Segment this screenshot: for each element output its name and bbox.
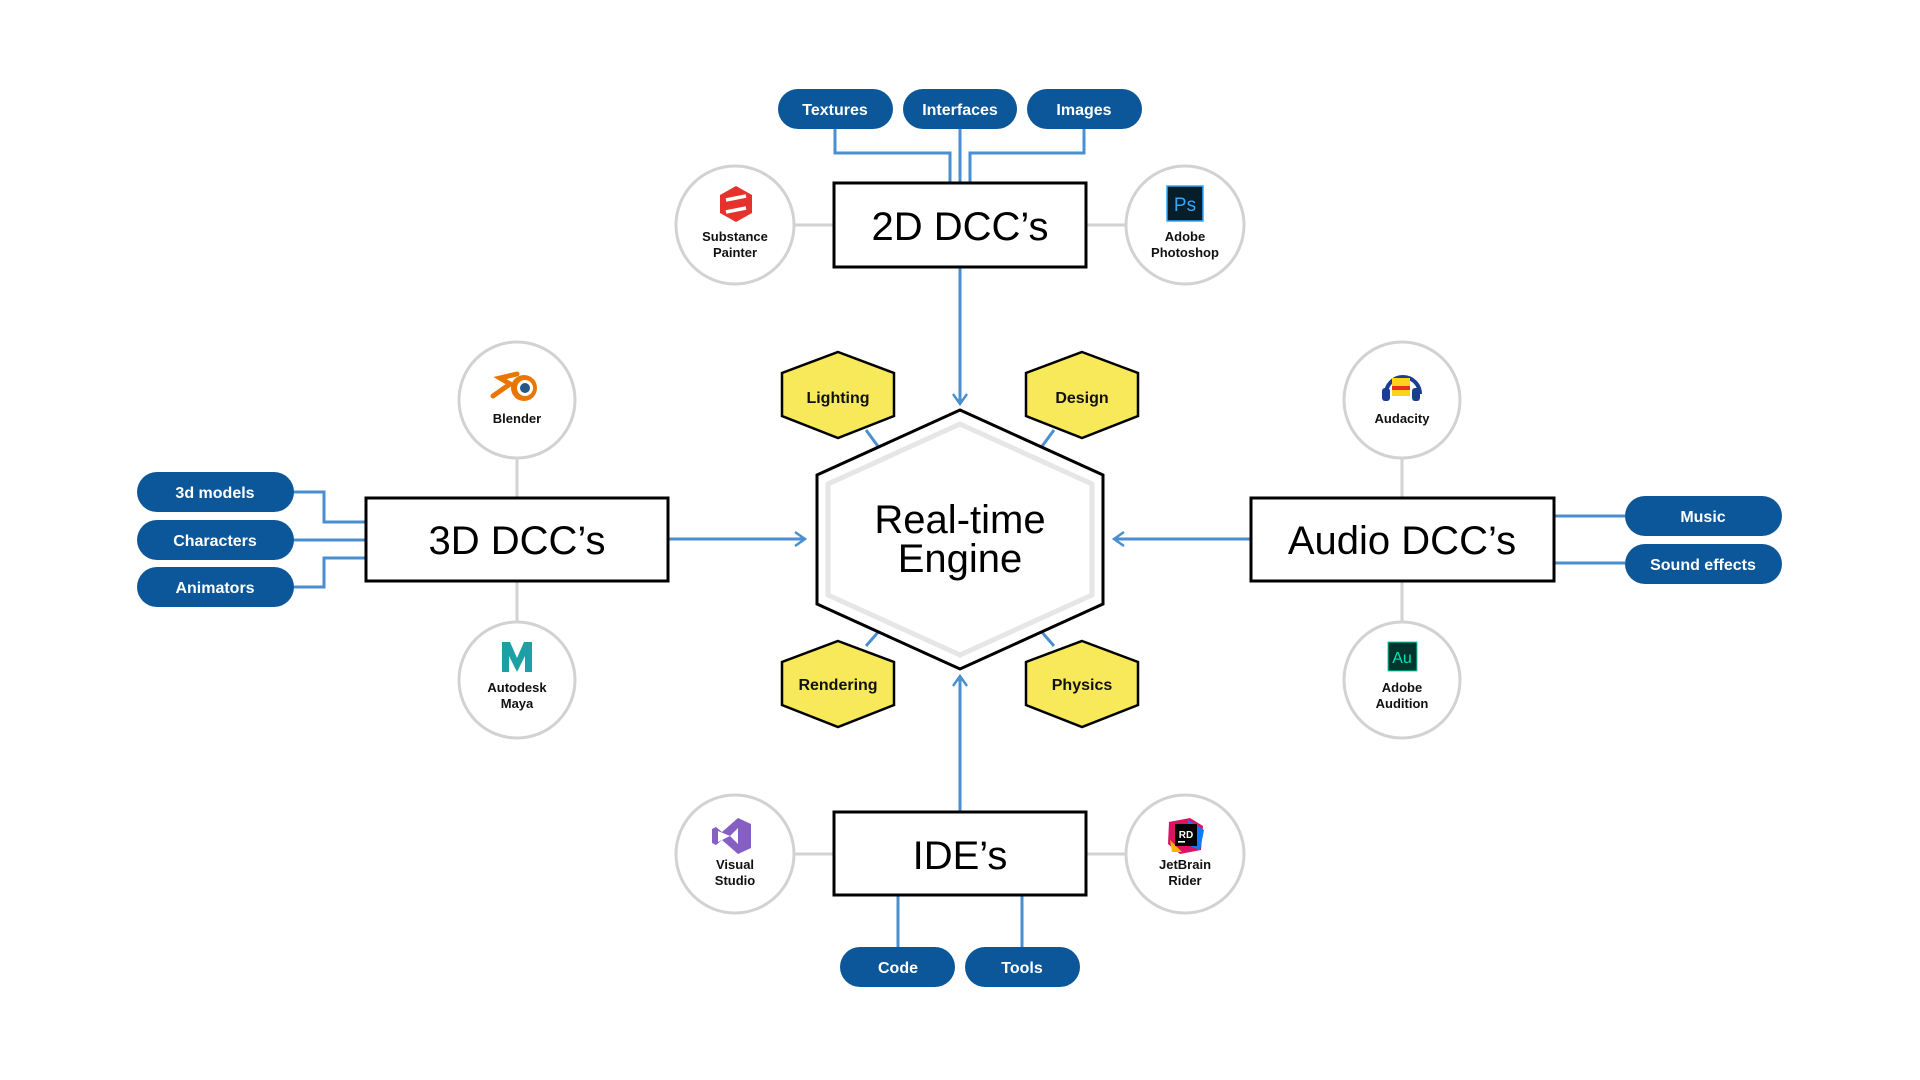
tool-audacity: Audacity [1342,340,1462,460]
blender-icon [490,371,537,401]
tool-links [515,223,1404,856]
feature-design: Design [1024,350,1140,440]
tool-visual-studio: Visual Studio [674,793,796,915]
tool-substance-label-2: Painter [713,245,757,260]
visual-studio-icon [712,818,751,854]
pill-characters-label: Characters [173,533,257,550]
photoshop-icon: Ps [1166,185,1204,222]
connector-images [968,129,1086,183]
engine-title-line1: Real-time [874,498,1045,542]
pill-code: Code [840,947,955,987]
rider-icon: RD [1168,818,1204,854]
pill-tools: Tools [965,947,1080,987]
tool-visual-studio-label-2: Studio [715,873,755,888]
pill-code-label: Code [878,960,918,977]
tool-blender-label: Blender [493,411,541,426]
engine-title-line2: Engine [898,537,1023,581]
box-ide-title: IDE’s [913,834,1008,878]
pill-sound-effects-label: Sound effects [1650,557,1756,574]
audacity-icon [1382,375,1422,401]
tool-rider: RD JetBrain Rider [1124,793,1246,915]
box-ide: IDE’s [832,810,1088,897]
real-time-engine: Real-time Engine [815,408,1105,671]
tool-maya-label-1: Autodesk [487,680,547,695]
pill-characters: Characters [137,520,294,560]
tool-maya: Autodesk Maya [457,620,577,740]
pill-textures: Textures [778,89,893,129]
box-audio-dcc: Audio DCC’s [1249,496,1556,583]
tool-audition-label-1: Adobe [1382,680,1422,695]
pill-music: Music [1625,496,1782,536]
pill-images: Images [1027,89,1142,129]
tool-rider-label-1: JetBrain [1159,857,1211,872]
pill-animators: Animators [137,567,294,607]
pill-images-label: Images [1056,102,1111,119]
pill-interfaces: Interfaces [903,89,1017,129]
box-audio-dcc-title: Audio DCC’s [1288,519,1516,563]
tool-photoshop: Ps Adobe Photoshop [1124,164,1246,286]
tool-audition: Au Adobe Audition [1342,620,1462,740]
feature-rendering-label: Rendering [798,677,877,694]
audition-icon: Au [1387,641,1418,672]
pill-music-label: Music [1680,509,1725,526]
engine-hex-inner [825,421,1095,658]
pill-sound-effects: Sound effects [1625,544,1782,584]
svg-text:Ps: Ps [1174,195,1196,216]
svg-text:Au: Au [1392,650,1412,667]
box-2d-dcc-title: 2D DCC’s [871,205,1048,249]
pill-tools-label: Tools [1001,960,1043,977]
pill-3d-models: 3d models [137,472,294,512]
box-3d-dcc-title: 3D DCC’s [428,519,605,563]
tool-photoshop-label-2: Photoshop [1151,245,1219,260]
tool-maya-label-2: Maya [501,696,534,711]
feature-lighting-label: Lighting [806,390,869,407]
connectors [283,129,1625,947]
feature-rendering: Rendering [780,639,896,729]
tool-photoshop-label-1: Adobe [1165,229,1205,244]
tool-blender: Blender [457,340,577,460]
connector-3d-models [283,490,366,524]
svg-text:RD: RD [1179,830,1193,841]
substance-painter-icon [720,186,752,222]
connector-animators [283,556,366,589]
feature-physics-label: Physics [1052,677,1113,694]
maya-icon [502,642,532,672]
tool-rider-label-2: Rider [1168,873,1201,888]
tool-substance-label-1: Substance [702,229,768,244]
tool-substance-painter: Substance Painter [674,164,796,286]
tool-audacity-label: Audacity [1375,411,1431,426]
pill-animators-label: Animators [175,580,254,597]
tool-visual-studio-label-1: Visual [716,857,754,872]
box-3d-dcc: 3D DCC’s [364,496,670,583]
tool-audition-label-2: Audition [1376,696,1429,711]
connector-textures [833,129,952,183]
feature-design-label: Design [1055,390,1108,407]
feature-lighting: Lighting [780,350,896,440]
box-2d-dcc: 2D DCC’s [832,181,1088,269]
pill-textures-label: Textures [802,102,868,119]
pill-interfaces-label: Interfaces [922,102,998,119]
pill-3d-models-label: 3d models [175,485,254,502]
feature-physics: Physics [1024,639,1140,729]
